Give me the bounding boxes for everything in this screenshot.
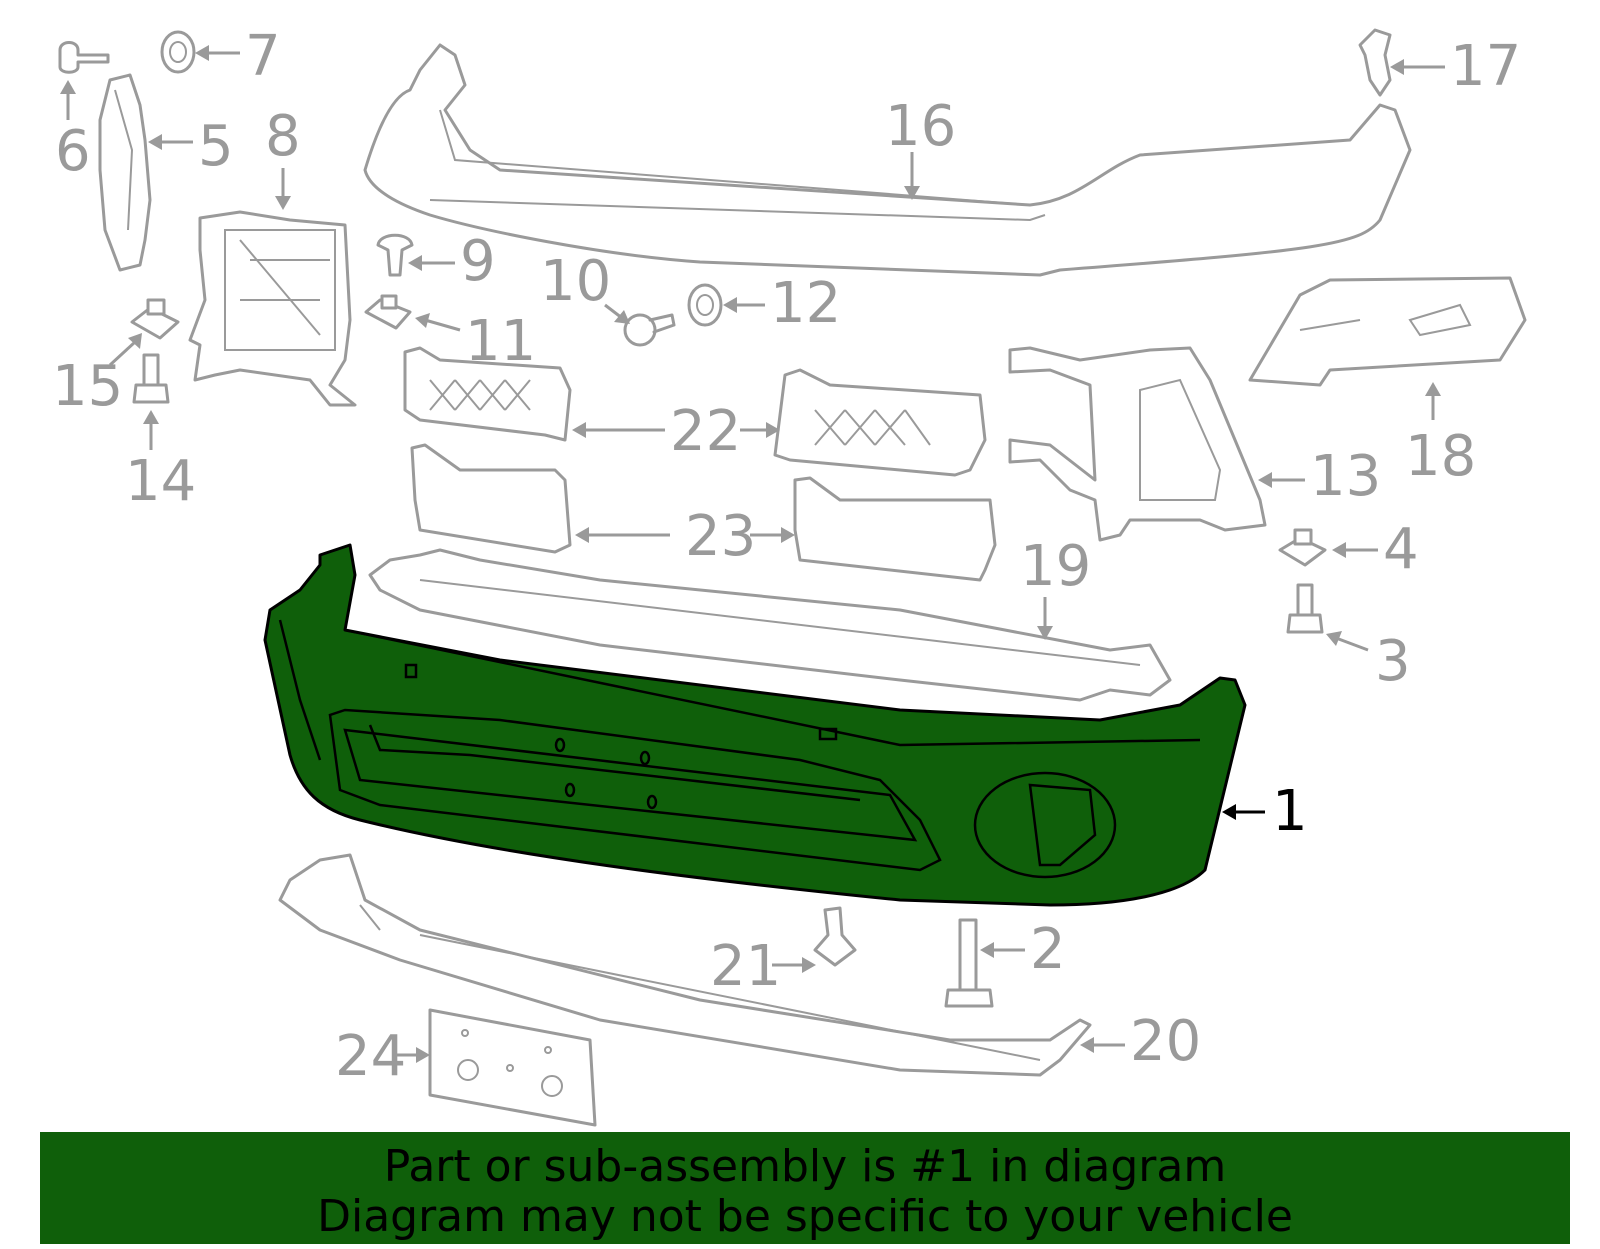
callout-8: 8 [265, 104, 301, 210]
callout-23: 23 [575, 504, 795, 569]
callout-22-label: 22 [670, 399, 741, 464]
part-12-nut[interactable] [687, 283, 723, 327]
part-10-pushpin[interactable] [623, 313, 676, 347]
callout-17: 17 [1390, 34, 1521, 99]
callout-5-label: 5 [198, 114, 234, 179]
part-1-bumper[interactable] [263, 543, 1247, 907]
callout-13: 13 [1258, 444, 1381, 509]
part-19-absorber[interactable] [368, 548, 1172, 702]
banner-line-2: Diagram may not be specific to your vehi… [317, 1191, 1293, 1242]
part-6-pin[interactable] [58, 41, 110, 74]
callout-7-label: 7 [245, 24, 281, 89]
callout-10: 10 [540, 249, 630, 324]
part-13-bracket[interactable] [1008, 346, 1267, 542]
callout-8-label: 8 [265, 104, 301, 169]
part-8-support[interactable] [188, 210, 357, 407]
part-17-bracket[interactable] [1358, 28, 1392, 97]
callout-4-label: 4 [1383, 517, 1419, 582]
part-24-license-bracket[interactable] [428, 1008, 597, 1127]
callout-3-label: 3 [1375, 629, 1411, 694]
part-16-upper-cover[interactable] [363, 43, 1412, 277]
callout-9-label: 9 [460, 229, 496, 294]
part-5-bracket[interactable] [98, 73, 152, 272]
callout-9: 9 [408, 229, 496, 294]
callout-24: 24 [335, 1024, 430, 1089]
part-22-grille-right[interactable] [773, 368, 987, 477]
callout-1-label: 1 [1272, 779, 1308, 844]
part-20-valance[interactable] [278, 853, 1092, 1077]
callout-13-label: 13 [1310, 444, 1381, 509]
callout-16-label: 16 [885, 94, 956, 159]
callout-17-label: 17 [1450, 34, 1521, 99]
callout-1: 1 [1222, 779, 1308, 844]
callout-20: 20 [1080, 1009, 1201, 1074]
callout-23-label: 23 [685, 504, 756, 569]
callout-16: 16 [885, 94, 956, 200]
callout-20-label: 20 [1130, 1009, 1201, 1074]
banner-line-1: Part or sub-assembly is #1 in diagram [383, 1141, 1227, 1192]
part-3-bolt[interactable] [1286, 583, 1324, 634]
callout-18-label: 18 [1405, 424, 1476, 489]
callout-19: 19 [1020, 534, 1091, 640]
info-banner: Part or sub-assembly is #1 in diagram Di… [40, 1132, 1570, 1244]
part-14-bolt[interactable] [132, 353, 170, 404]
callout-19-label: 19 [1020, 534, 1091, 599]
part-15-nut[interactable] [130, 298, 180, 340]
callout-7: 7 [195, 24, 281, 89]
callout-5: 5 [148, 114, 234, 179]
callout-15: 15 [52, 333, 142, 419]
callout-18: 18 [1405, 382, 1476, 489]
callout-24-label: 24 [335, 1024, 406, 1089]
callout-6: 6 [55, 80, 91, 184]
part-23-panel-right[interactable] [793, 476, 997, 582]
callout-21-label: 21 [710, 934, 781, 999]
callout-10-label: 10 [540, 249, 611, 314]
part-2-bolt[interactable] [944, 918, 994, 1008]
callout-21: 21 [710, 934, 816, 999]
part-11-nut[interactable] [364, 294, 412, 330]
callout-2: 2 [980, 917, 1066, 982]
callout-22: 22 [572, 399, 780, 464]
callout-12: 12 [723, 271, 841, 336]
callout-12-label: 12 [770, 271, 841, 336]
callout-3: 3 [1326, 629, 1411, 694]
part-9-clip[interactable] [376, 233, 414, 277]
part-4-nut[interactable] [1278, 528, 1327, 567]
part-21-clip[interactable] [813, 906, 857, 967]
part-22-grille-left[interactable] [403, 346, 572, 442]
callout-2-label: 2 [1030, 917, 1066, 982]
callout-14: 14 [125, 410, 196, 514]
callout-14-label: 14 [125, 449, 196, 514]
part-7-nut[interactable] [160, 30, 196, 74]
callout-6-label: 6 [55, 119, 91, 184]
part-23-panel-left[interactable] [410, 443, 572, 554]
callout-4: 4 [1332, 517, 1419, 582]
part-18-bracket[interactable] [1248, 276, 1527, 387]
